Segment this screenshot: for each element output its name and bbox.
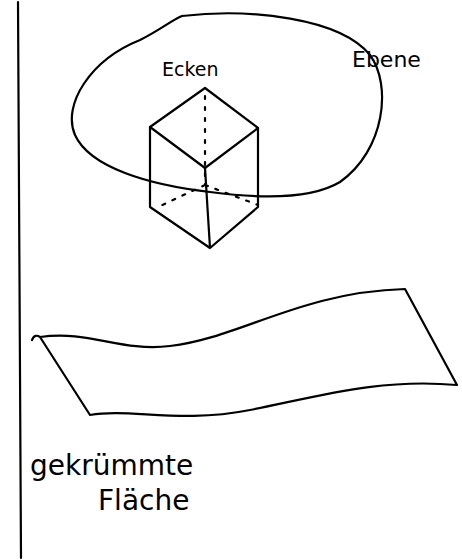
- cube-edges: [150, 127, 258, 248]
- cube-top-face: [150, 88, 258, 168]
- surface-label: gekrümmte Fläche: [30, 448, 252, 518]
- curved-surface: [32, 289, 457, 416]
- plane-outline: [72, 13, 382, 196]
- margin-line: [18, 2, 21, 558]
- cube-hidden-edges: [158, 96, 258, 207]
- corner-label: Ecken: [162, 58, 219, 82]
- plane-label: Ebene: [352, 46, 421, 74]
